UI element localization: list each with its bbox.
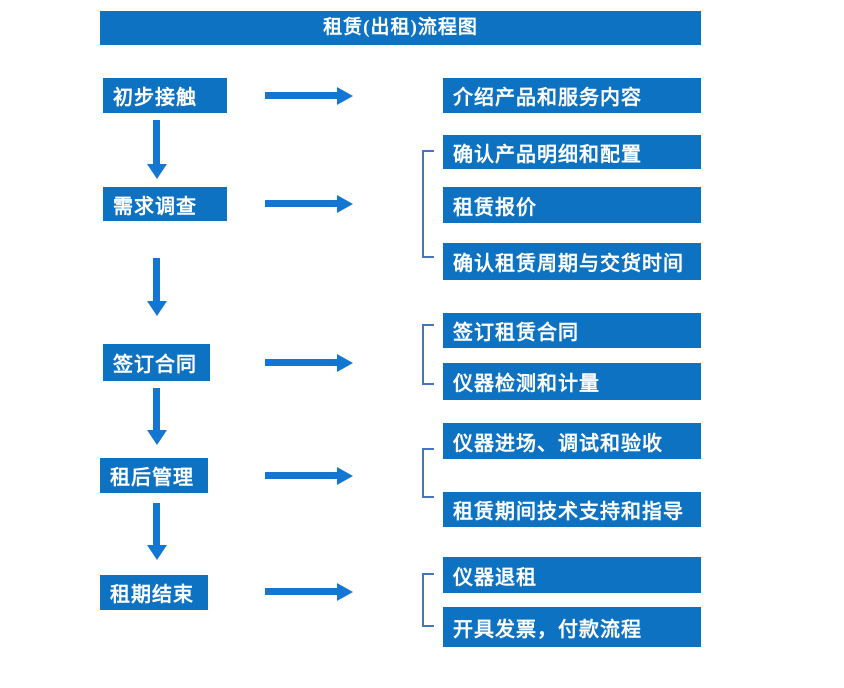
step-box-initial-contact: 初步接触 — [103, 78, 227, 113]
step-box-sign-contract: 签订合同 — [103, 344, 210, 381]
arrow-down-icon — [153, 258, 160, 301]
arrow-right-icon — [265, 472, 337, 479]
arrow-down-icon — [153, 503, 160, 545]
detail-instrument-inspection: 仪器检测和计量 — [443, 363, 701, 400]
arrow-down-icon — [153, 120, 160, 164]
diagram-title: 租赁(出租)流程图 — [100, 11, 701, 45]
step-box-post-rental-management: 租后管理 — [100, 458, 208, 493]
detail-rental-quote: 租赁报价 — [443, 187, 701, 223]
arrow-right-icon — [265, 359, 337, 366]
detail-invoice-payment: 开具发票，付款流程 — [443, 607, 701, 647]
step-box-requirement-survey: 需求调查 — [103, 187, 227, 221]
detail-rental-tech-support: 租赁期间技术支持和指导 — [443, 492, 701, 527]
step-box-lease-end: 租期结束 — [100, 575, 208, 610]
group-bracket — [422, 324, 434, 385]
group-bracket — [422, 150, 434, 258]
arrow-down-icon — [153, 388, 160, 430]
arrow-right-icon — [265, 588, 337, 595]
arrow-right-icon — [265, 92, 337, 99]
detail-confirm-period-delivery: 确认租赁周期与交货时间 — [443, 243, 701, 280]
detail-instrument-return: 仪器退租 — [443, 557, 701, 593]
group-bracket — [422, 573, 434, 627]
detail-instrument-setup-acceptance: 仪器进场、调试和验收 — [443, 423, 701, 459]
group-bracket — [422, 448, 434, 498]
detail-confirm-product-config: 确认产品明细和配置 — [443, 135, 701, 169]
arrow-right-icon — [265, 200, 337, 207]
detail-sign-rental-contract: 签订租赁合同 — [443, 313, 701, 348]
detail-intro-products-services: 介绍产品和服务内容 — [443, 78, 701, 113]
